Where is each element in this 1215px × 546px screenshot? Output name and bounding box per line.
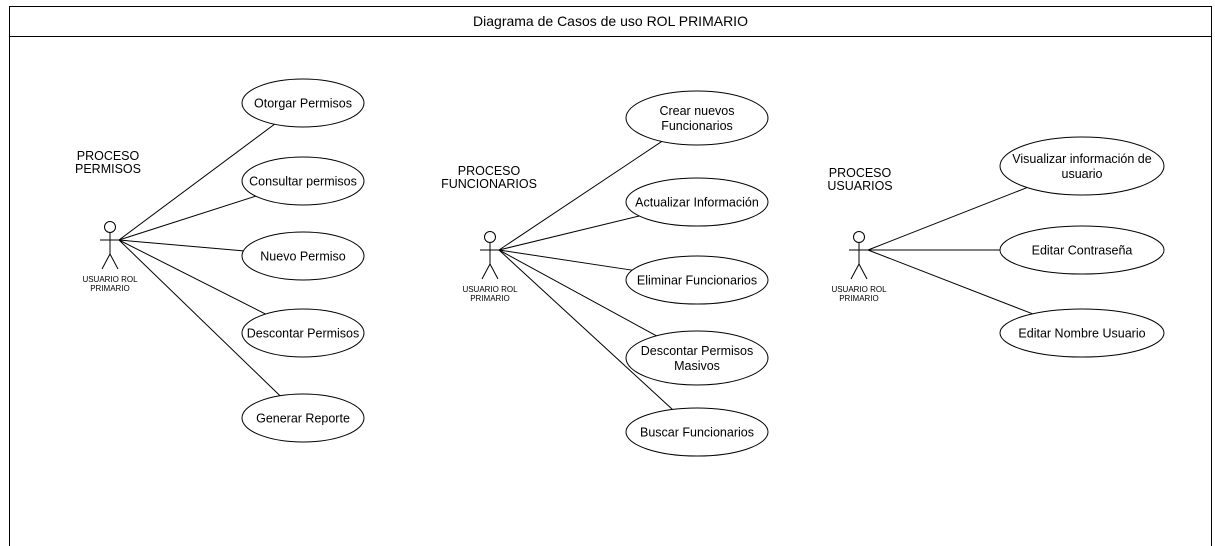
use-case: Editar Nombre Usuario [999,308,1165,358]
use-case-label: Consultar permisos [249,175,357,189]
association-line [498,141,663,251]
process-label: PROCESO [77,149,140,163]
association-line [498,249,633,271]
actor-icon [480,231,500,280]
association-line [118,239,266,315]
use-case-ellipse [999,136,1165,196]
association-line [498,249,673,410]
actor-label: PRIMARIO [839,294,879,303]
actor-label: USUARIO ROL [82,275,138,284]
process-label: PROCESO [829,166,892,180]
actor-right-leg [109,253,119,270]
use-case-ellipse [241,156,365,206]
association-line [498,249,657,337]
diagram-title: Diagrama de Casos de uso ROL PRIMARIO [10,7,1211,37]
actor-left-leg [481,263,491,280]
use-case-label: Masivos [674,359,720,373]
use-case-label: Editar Contraseña [1032,244,1133,258]
association-line [118,239,281,397]
actor-head [104,221,116,233]
use-case-ellipse [625,177,769,227]
use-case-label: Editar Nombre Usuario [1018,327,1145,341]
use-case-ellipse [625,407,769,457]
process-label: PERMISOS [75,162,141,176]
actor-icon [100,221,120,270]
diagram-frame: Diagrama de Casos de uso ROL PRIMARIO [9,6,1212,546]
use-case-label: Generar Reporte [256,412,350,426]
use-case-ellipse [241,231,365,281]
actor-label: PRIMARIO [470,294,510,303]
use-case-ellipse [241,78,365,128]
use-case-label: Descontar Permisos [641,344,754,358]
process-label: PROCESO [458,164,521,178]
actor-label: USUARIO ROL [462,285,518,294]
association-line [118,123,275,241]
use-case: Actualizar Información [625,177,769,227]
actor-head [484,231,496,243]
use-case-ellipse [625,330,769,386]
use-case: Editar Contraseña [999,225,1165,275]
association-line [867,187,1028,251]
association-line [867,249,1033,315]
use-case-label: Visualizar información de [1012,152,1151,166]
use-case-label: Buscar Funcionarios [640,426,754,440]
association-line [118,195,256,241]
actor-label: USUARIO ROL [831,285,887,294]
use-case-label: Otorgar Permisos [254,97,352,111]
use-case-ellipse [625,90,769,146]
actor-head [853,231,865,243]
use-case-label: usuario [1062,167,1103,181]
use-case-ellipse [241,308,365,358]
association-line [498,215,640,251]
use-case: Generar Reporte [241,393,365,443]
use-case: Consultar permisos [241,156,365,206]
use-case: Otorgar Permisos [241,78,365,128]
use-case-ellipse [241,393,365,443]
actor-left-leg [101,253,111,270]
actor-right-leg [489,263,499,280]
association-line [118,239,244,252]
use-case-ellipse [999,225,1165,275]
use-case-label: Crear nuevos [659,104,734,118]
process-label: FUNCIONARIOS [441,177,537,191]
use-case-label: Nuevo Permiso [260,250,345,264]
use-case-ellipse [999,308,1165,358]
use-case: Nuevo Permiso [241,231,365,281]
use-case: Buscar Funcionarios [625,407,769,457]
use-case-label: Actualizar Información [635,196,759,210]
use-case-label: Descontar Permisos [247,327,360,341]
use-case-label: Eliminar Funcionarios [637,274,757,288]
use-case: Eliminar Funcionarios [625,255,769,305]
use-case: Descontar Permisos [241,308,365,358]
actor-left-leg [850,263,860,280]
process-label: USUARIOS [827,179,892,193]
actor-icon [849,231,869,280]
actor-label: PRIMARIO [90,284,130,293]
use-case-label: Funcionarios [661,119,733,133]
actor-right-leg [858,263,868,280]
use-case-ellipse [625,255,769,305]
